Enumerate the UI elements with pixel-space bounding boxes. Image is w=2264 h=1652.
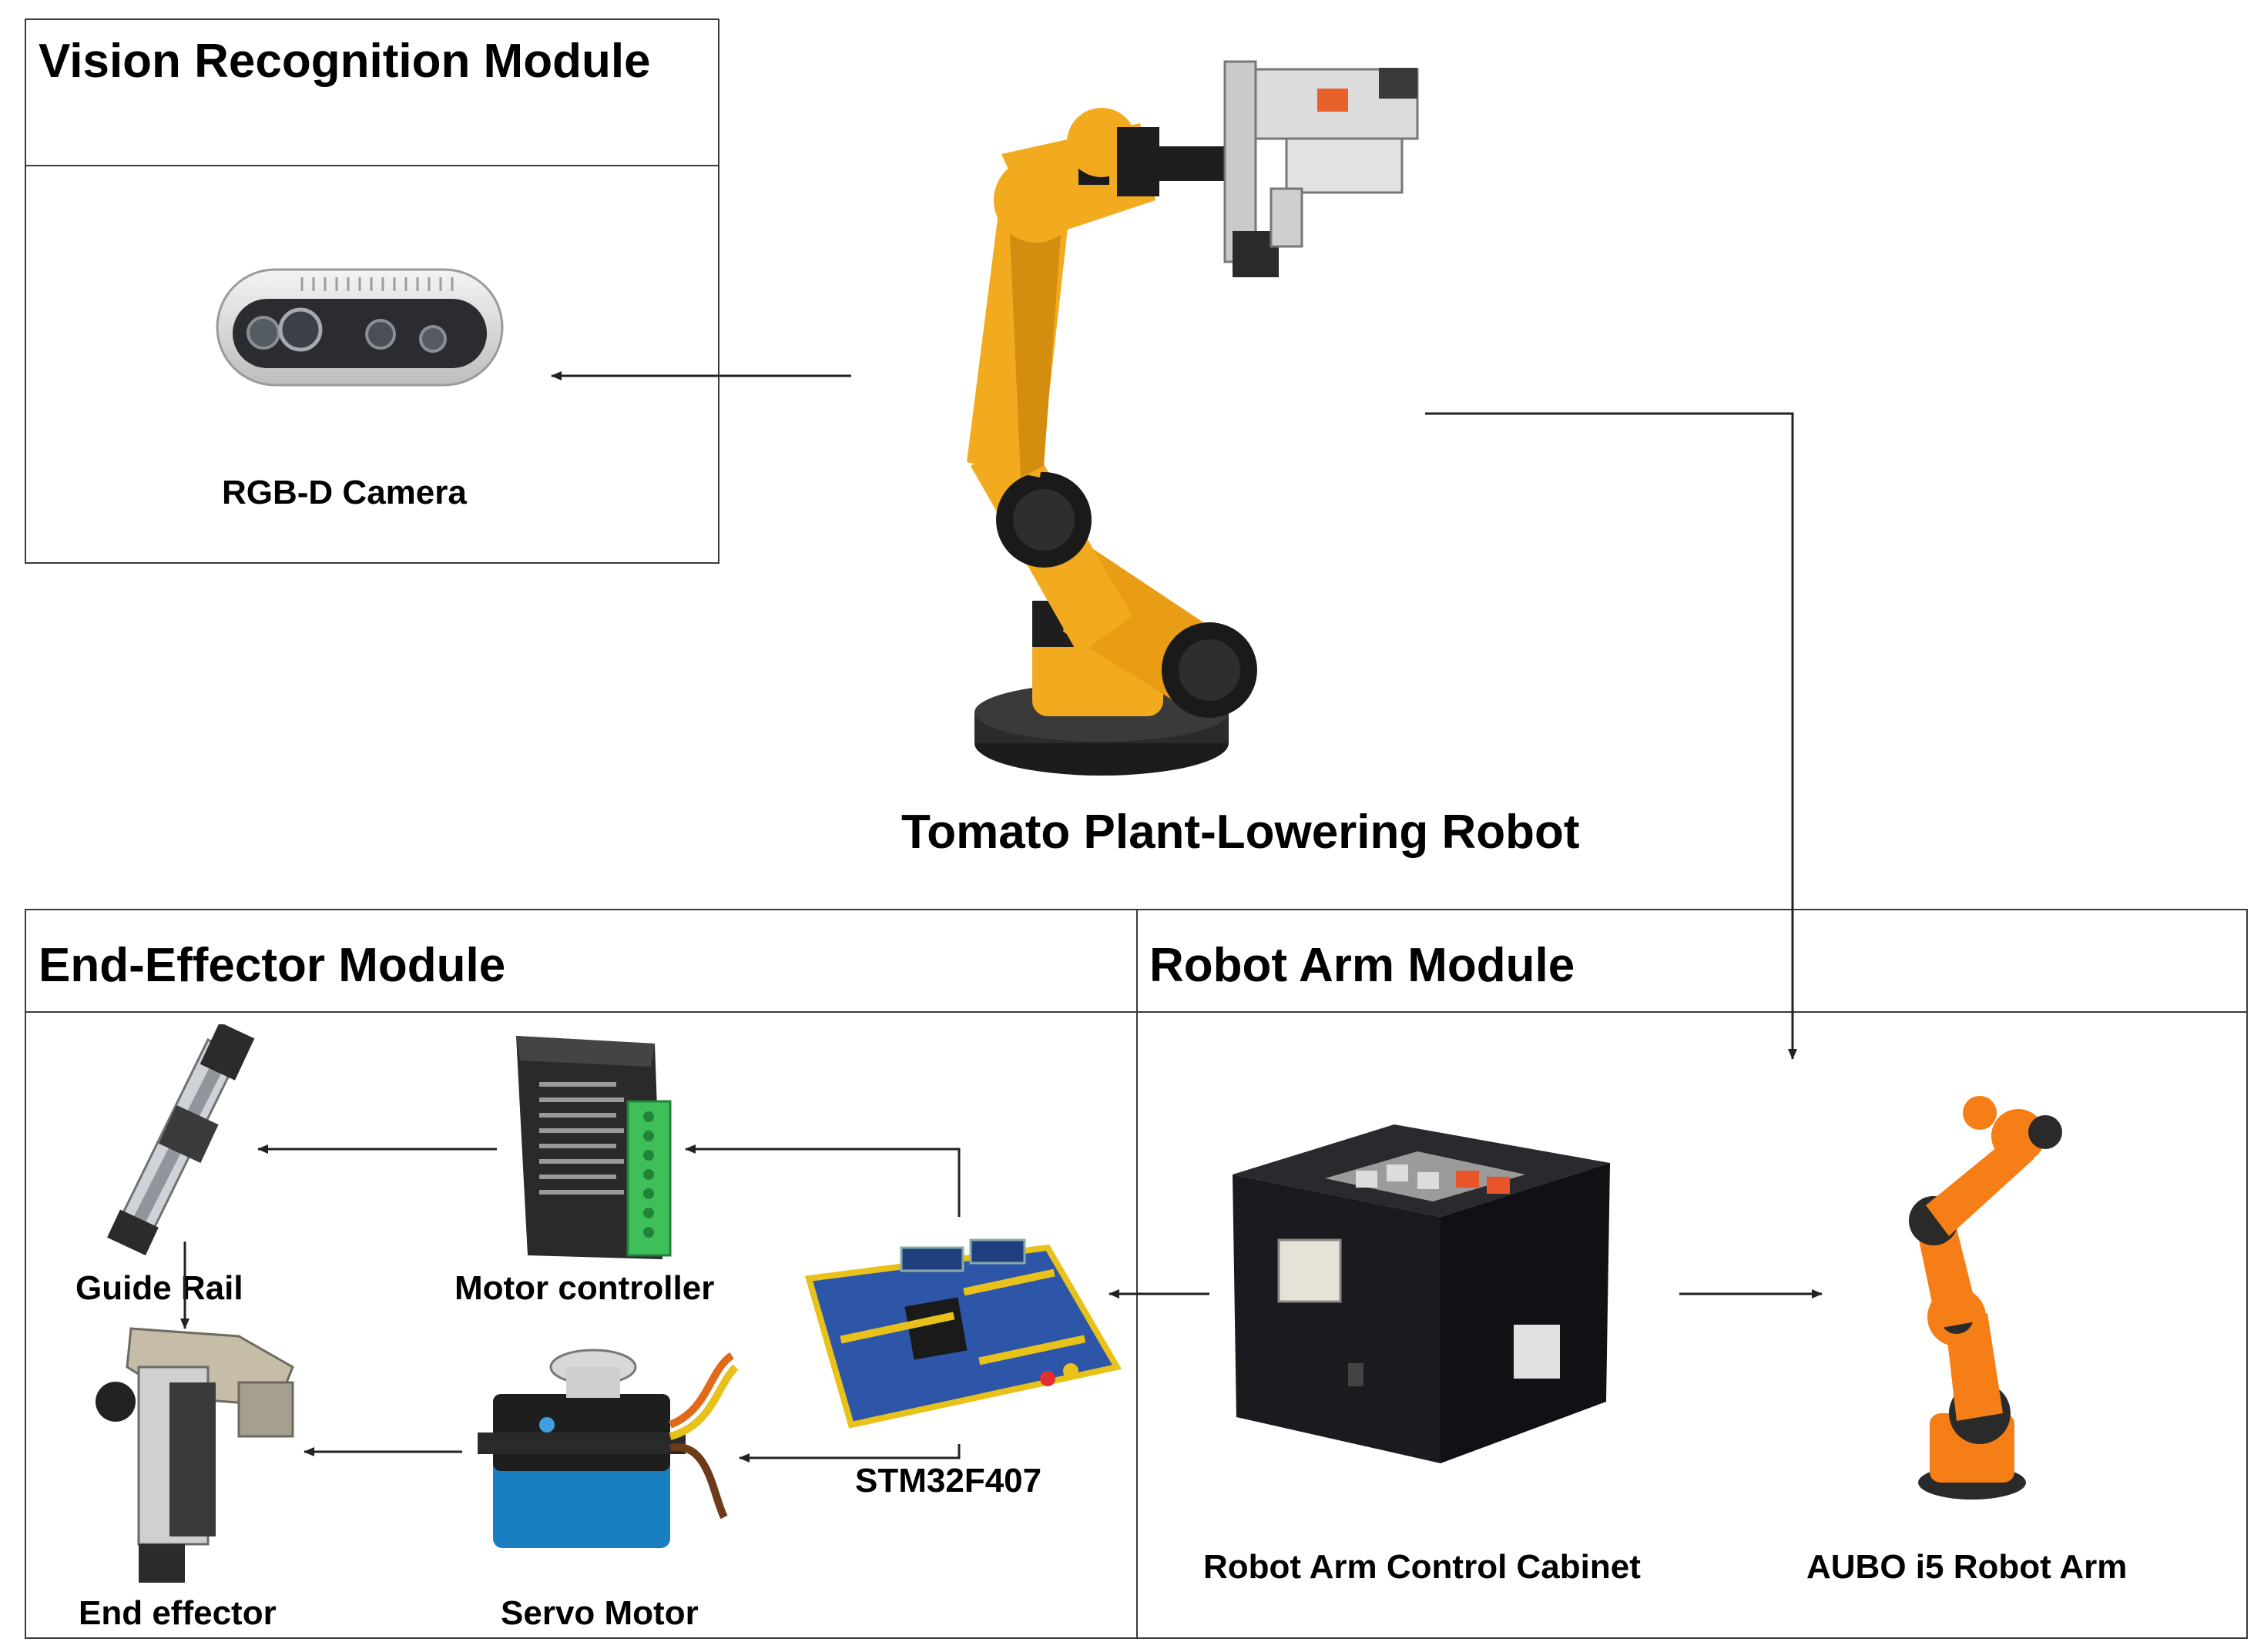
- control-cabinet-label: Robot Arm Control Cabinet: [1203, 1548, 1641, 1586]
- end-effector-image: [96, 1327, 294, 1583]
- vision-module-box: [25, 18, 719, 564]
- rgbd-camera-label: RGB-D Camera: [222, 474, 467, 511]
- guide-rail-label: Guide Rail: [75, 1269, 243, 1307]
- bottom-header-divider: [25, 1011, 2248, 1013]
- rgbd-camera-image: [216, 268, 504, 387]
- module-divider: [1136, 909, 1138, 1639]
- tomato-robot-label: Tomato Plant-Lowering Robot: [901, 806, 1580, 859]
- guide-rail-image: [107, 1024, 255, 1255]
- arrow-stm32-to-motor-controller: [685, 1144, 961, 1217]
- control-cabinet-image: [1233, 1124, 1610, 1463]
- end-effector-module-title: End-Effector Module: [39, 939, 506, 992]
- servo-motor-label: Servo Motor: [501, 1594, 699, 1632]
- motor-controller-label: Motor controller: [454, 1269, 715, 1307]
- servo-motor-image: [478, 1349, 739, 1548]
- robot-arm-module-title: Robot Arm Module: [1149, 939, 1575, 992]
- stm32-label: STM32F407: [855, 1462, 1042, 1500]
- tomato-robot-image: [967, 60, 1419, 776]
- motor-controller-image: [516, 1036, 672, 1259]
- aubo-arm-label: AUBO i5 Robot Arm: [1806, 1548, 2128, 1586]
- stm32-board-image: [804, 1238, 1122, 1429]
- vision-module-title: Vision Recognition Module: [39, 35, 651, 88]
- arrow-stm32-to-servo: [739, 1444, 961, 1463]
- arrow-robot-to-aubo: [1425, 412, 1797, 1060]
- aubo-arm-image: [1909, 1096, 2062, 1500]
- vision-module-header-divider: [25, 165, 719, 166]
- end-effector-label: End effector: [79, 1594, 277, 1632]
